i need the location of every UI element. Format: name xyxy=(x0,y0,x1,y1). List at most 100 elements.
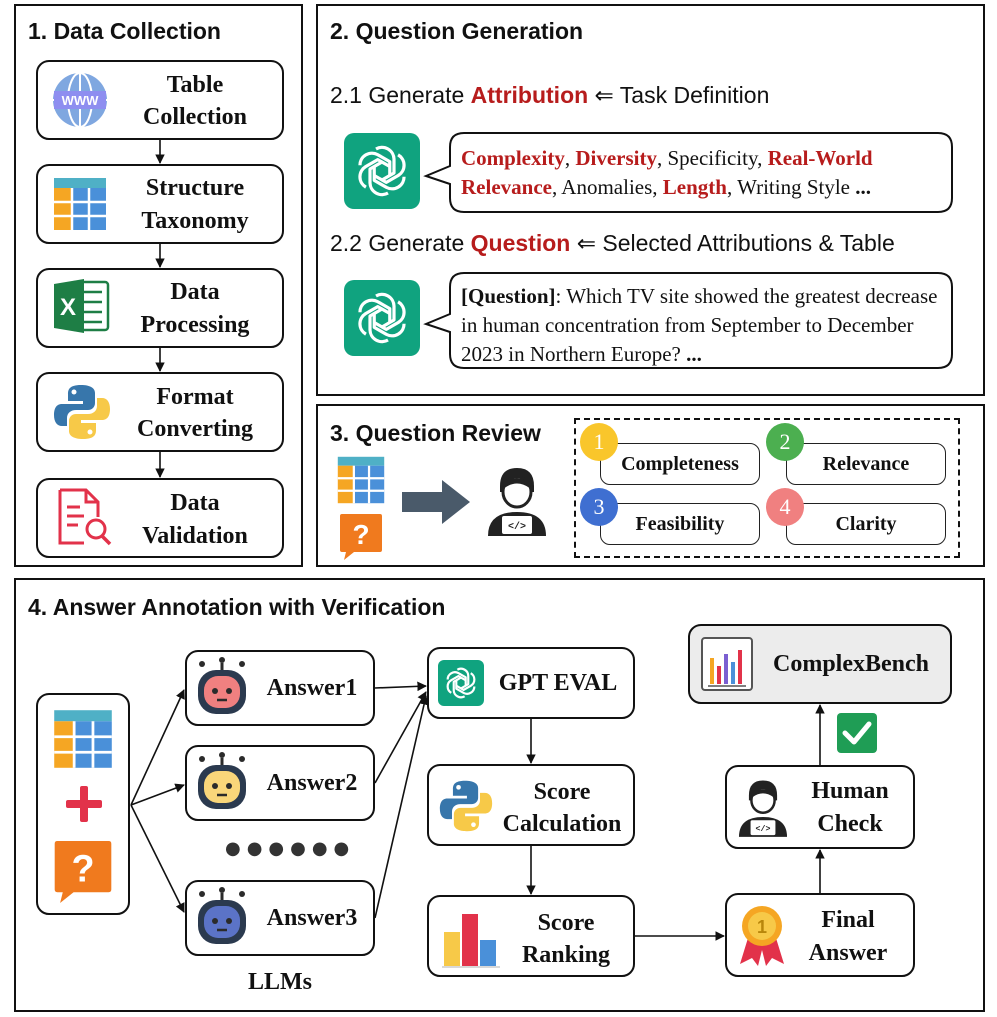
step-5-line1: Data xyxy=(170,490,220,516)
table-icon xyxy=(54,178,106,230)
table-icon xyxy=(337,456,385,504)
review-criteria-container xyxy=(574,418,960,558)
arrow-input-answer2 xyxy=(130,783,185,806)
question-ellipsis: ... xyxy=(686,342,702,366)
generate-attribution-line: 2.1 Generate Attribution ⇐ Task Definiti… xyxy=(330,82,769,109)
score-ranking-line2: Ranking xyxy=(521,942,611,968)
step-1-line1: Table xyxy=(166,72,224,98)
step-5-line2: Validation xyxy=(142,523,248,549)
answer3-label: Answer3 xyxy=(266,905,358,931)
attr-sep-1: , xyxy=(564,146,576,170)
chatgpt-logo-icon xyxy=(344,133,420,209)
criterion-completeness: Completeness xyxy=(600,443,760,485)
sub1-keyword: Attribution xyxy=(470,82,589,108)
document-search-icon xyxy=(58,488,112,546)
arrow-input-answer3 xyxy=(130,804,185,913)
question-text: : Which TV site showed the greatest decr… xyxy=(461,284,938,366)
arrow-answer2-gpt xyxy=(374,691,427,784)
arrow-input-answer1 xyxy=(130,689,185,806)
criterion-relevance: Relevance xyxy=(786,443,946,485)
gpt-eval-label: GPT EVAL xyxy=(498,670,618,696)
svg-text:X: X xyxy=(60,294,76,321)
medal-icon: 1 xyxy=(740,906,784,966)
svg-text:?: ? xyxy=(71,847,94,889)
question-review-title: 3. Question Review xyxy=(330,420,541,446)
python-icon xyxy=(439,780,493,832)
final-answer-line2: Answer xyxy=(808,940,888,966)
sub1-prefix: 2.1 Generate xyxy=(330,82,471,108)
generate-question-line: 2.2 Generate Question ⇐ Selected Attribu… xyxy=(330,230,895,257)
attr-complexity: Complexity xyxy=(461,146,565,170)
answer2-label: Answer2 xyxy=(266,770,358,796)
score-ranking-line1: Score xyxy=(537,910,595,936)
bar-chart-icon xyxy=(442,914,500,968)
badge-2: 2 xyxy=(766,423,804,461)
svg-text:</>: </> xyxy=(756,824,771,834)
question-mark-icon: ? xyxy=(340,514,382,560)
badge-1: 1 xyxy=(580,423,618,461)
human-reviewer-icon: </> xyxy=(738,780,788,837)
excel-icon: X xyxy=(54,279,110,333)
attr-writing-style: , Writing Style xyxy=(726,175,856,199)
score-calculation-line1: Score xyxy=(533,779,591,805)
speech-bubble-2 xyxy=(423,272,953,369)
step-2-line2: Taxonomy xyxy=(141,208,249,234)
answer-annotation-title: 4. Answer Annotation with Verification xyxy=(28,594,446,620)
svg-text:WWW: WWW xyxy=(62,93,100,108)
sub2-keyword: Question xyxy=(470,230,571,256)
arrow-answer1-gpt xyxy=(374,681,427,692)
score-ranking-box xyxy=(427,895,635,977)
attr-diversity: Diversity xyxy=(575,146,657,170)
attribution-list: Complexity, Diversity, Specificity, Real… xyxy=(461,144,941,202)
criterion-feasibility: Feasibility xyxy=(600,503,760,545)
speech-bubble-1 xyxy=(423,132,953,213)
attr-real-world-relevance: Real-World Relevance xyxy=(461,146,873,199)
question-example: [Question]: Which TV site showed the gre… xyxy=(461,282,943,369)
human-check-line2: Check xyxy=(817,811,883,837)
python-icon xyxy=(54,385,110,439)
human-reviewer-icon: </> xyxy=(488,468,546,536)
sub2-prefix: 2.2 Generate xyxy=(330,230,471,256)
www-globe-icon: WWW xyxy=(53,72,107,128)
ellipsis-dots: ●●●●●● xyxy=(225,838,356,859)
robot-yellow-icon xyxy=(198,752,246,809)
step-1-line2: Collection xyxy=(143,104,247,130)
step-3-line1: Data xyxy=(170,279,220,305)
sub2-suffix: ⇐ Selected Attributions & Table xyxy=(570,230,895,256)
answer1-label: Answer1 xyxy=(266,675,358,701)
human-check-line1: Human xyxy=(811,778,889,804)
table-icon xyxy=(54,710,112,768)
question-mark-icon: ? xyxy=(54,841,112,903)
chatgpt-logo-icon xyxy=(438,660,484,706)
robot-blue-icon xyxy=(198,887,246,944)
attr-length: Length xyxy=(662,175,727,199)
step-4-line2: Converting xyxy=(137,416,253,442)
step-2-line1: Structure xyxy=(145,175,245,201)
plus-icon xyxy=(66,786,102,822)
chart-document-icon xyxy=(701,637,753,691)
step-4-line1: Format xyxy=(156,384,234,410)
sub1-suffix: ⇐ Task Definition xyxy=(588,82,770,108)
question-generation-title: 2. Question Generation xyxy=(330,18,584,44)
question-tag: [Question] xyxy=(461,284,556,308)
arrow-answer3-gpt xyxy=(374,695,429,919)
llms-label: LLMs xyxy=(247,969,312,995)
svg-text:1: 1 xyxy=(757,917,767,937)
complexbench-label: ComplexBench xyxy=(773,651,929,677)
svg-text:</>: </> xyxy=(508,521,526,533)
svg-text:?: ? xyxy=(352,519,369,550)
badge-3: 3 xyxy=(580,488,618,526)
attr-specificity: , Specificity, xyxy=(656,146,768,170)
arrow-right-icon xyxy=(402,480,470,524)
score-calculation-line2: Calculation xyxy=(502,811,622,837)
score-calculation-box xyxy=(427,764,635,846)
final-answer-line1: Final xyxy=(821,907,875,933)
data-collection-title: 1. Data Collection xyxy=(28,18,221,44)
chatgpt-logo-icon xyxy=(344,280,420,356)
attr-anomalies: , Anomalies, xyxy=(551,175,663,199)
criterion-clarity: Clarity xyxy=(786,503,946,545)
step-3-line2: Processing xyxy=(140,312,250,338)
attr-ellipsis: ... xyxy=(855,175,872,199)
